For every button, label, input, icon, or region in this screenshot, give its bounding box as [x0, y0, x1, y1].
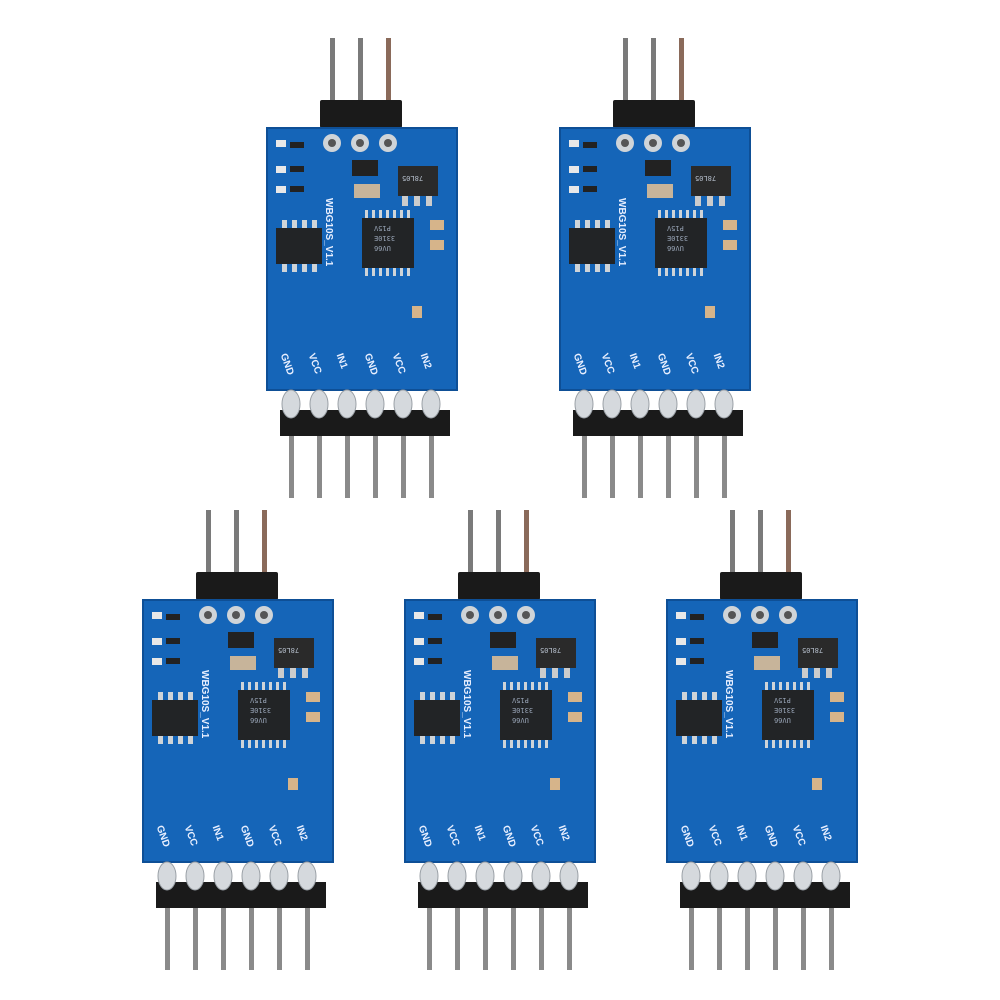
chip-marking-mid: 3310E: [250, 706, 272, 714]
controller-chip: [500, 690, 552, 740]
chip-marking-top: P15V: [667, 224, 684, 232]
driver-chip: [676, 700, 722, 736]
top-header-pins: [720, 510, 802, 600]
pcb-module-drawing: [266, 38, 458, 498]
bottom-header: [418, 861, 588, 970]
driver-chip: [276, 228, 322, 264]
driver-chip: [414, 700, 460, 736]
top-header-pins: [458, 510, 540, 600]
controller-chip: [655, 218, 707, 268]
driver-chip: [152, 700, 198, 736]
pcb-module-2: WBG10S_V1.1 P15V 3310E UV66 78L05 GND VC…: [555, 38, 755, 498]
pcb-module-5: WBG10S_V1.1 P15V 3310E UV66 78L05 GND VC…: [662, 510, 862, 970]
chip-marking-top: P15V: [250, 696, 267, 704]
top-header-pins: [613, 38, 695, 128]
regulator-marking: 78L05: [278, 646, 300, 654]
pcb-module-3: WBG10S_V1.1 P15V 3310E UV66 78L05 GND VC…: [138, 510, 338, 970]
pcb-module-4: WBG10S_V1.1 P15V 3310E UV66 78L05 GND VC…: [400, 510, 600, 970]
chip-marking-bottom: UV66: [250, 716, 267, 724]
chip-marking-top: P15V: [512, 696, 529, 704]
regulator-marking: 78L05: [695, 174, 717, 182]
controller-chip: [362, 218, 414, 268]
chip-marking-mid: 3310E: [374, 234, 396, 242]
controller-chip: [238, 690, 290, 740]
regulator-marking: 78L05: [540, 646, 562, 654]
chip-marking-bottom: UV66: [774, 716, 791, 724]
chip-marking-bottom: UV66: [512, 716, 529, 724]
regulator-marking: 78L05: [402, 174, 424, 182]
regulator-marking: 78L05: [802, 646, 824, 654]
board-model-label: WBG10S_V1.1: [461, 670, 472, 739]
bottom-header: [156, 861, 326, 970]
chip-marking-bottom: UV66: [667, 244, 684, 252]
board-model-label: WBG10S_V1.1: [323, 198, 334, 267]
chip-marking-top: P15V: [374, 224, 391, 232]
bottom-header: [573, 389, 743, 498]
driver-chip: [569, 228, 615, 264]
controller-chip: [762, 690, 814, 740]
chip-marking-mid: 3310E: [774, 706, 796, 714]
board-model-label: WBG10S_V1.1: [199, 670, 210, 739]
chip-marking-bottom: UV66: [374, 244, 391, 252]
chip-marking-mid: 3310E: [512, 706, 534, 714]
pcb-module-drawing: [142, 510, 334, 970]
chip-marking-mid: 3310E: [667, 234, 689, 242]
pcb-module-drawing: [666, 510, 858, 970]
pcb-module-1: WBG10S_V1.1 P15V 3310E UV66 78L05 GND VC…: [262, 38, 462, 498]
pcb-module-drawing: [559, 38, 751, 498]
top-header-pins: [196, 510, 278, 600]
bottom-header: [280, 389, 450, 498]
board-model-label: WBG10S_V1.1: [723, 670, 734, 739]
top-header-pins: [320, 38, 402, 128]
chip-marking-top: P15V: [774, 696, 791, 704]
pcb-module-drawing: [404, 510, 596, 970]
bottom-header: [680, 861, 850, 970]
board-model-label: WBG10S_V1.1: [616, 198, 627, 267]
